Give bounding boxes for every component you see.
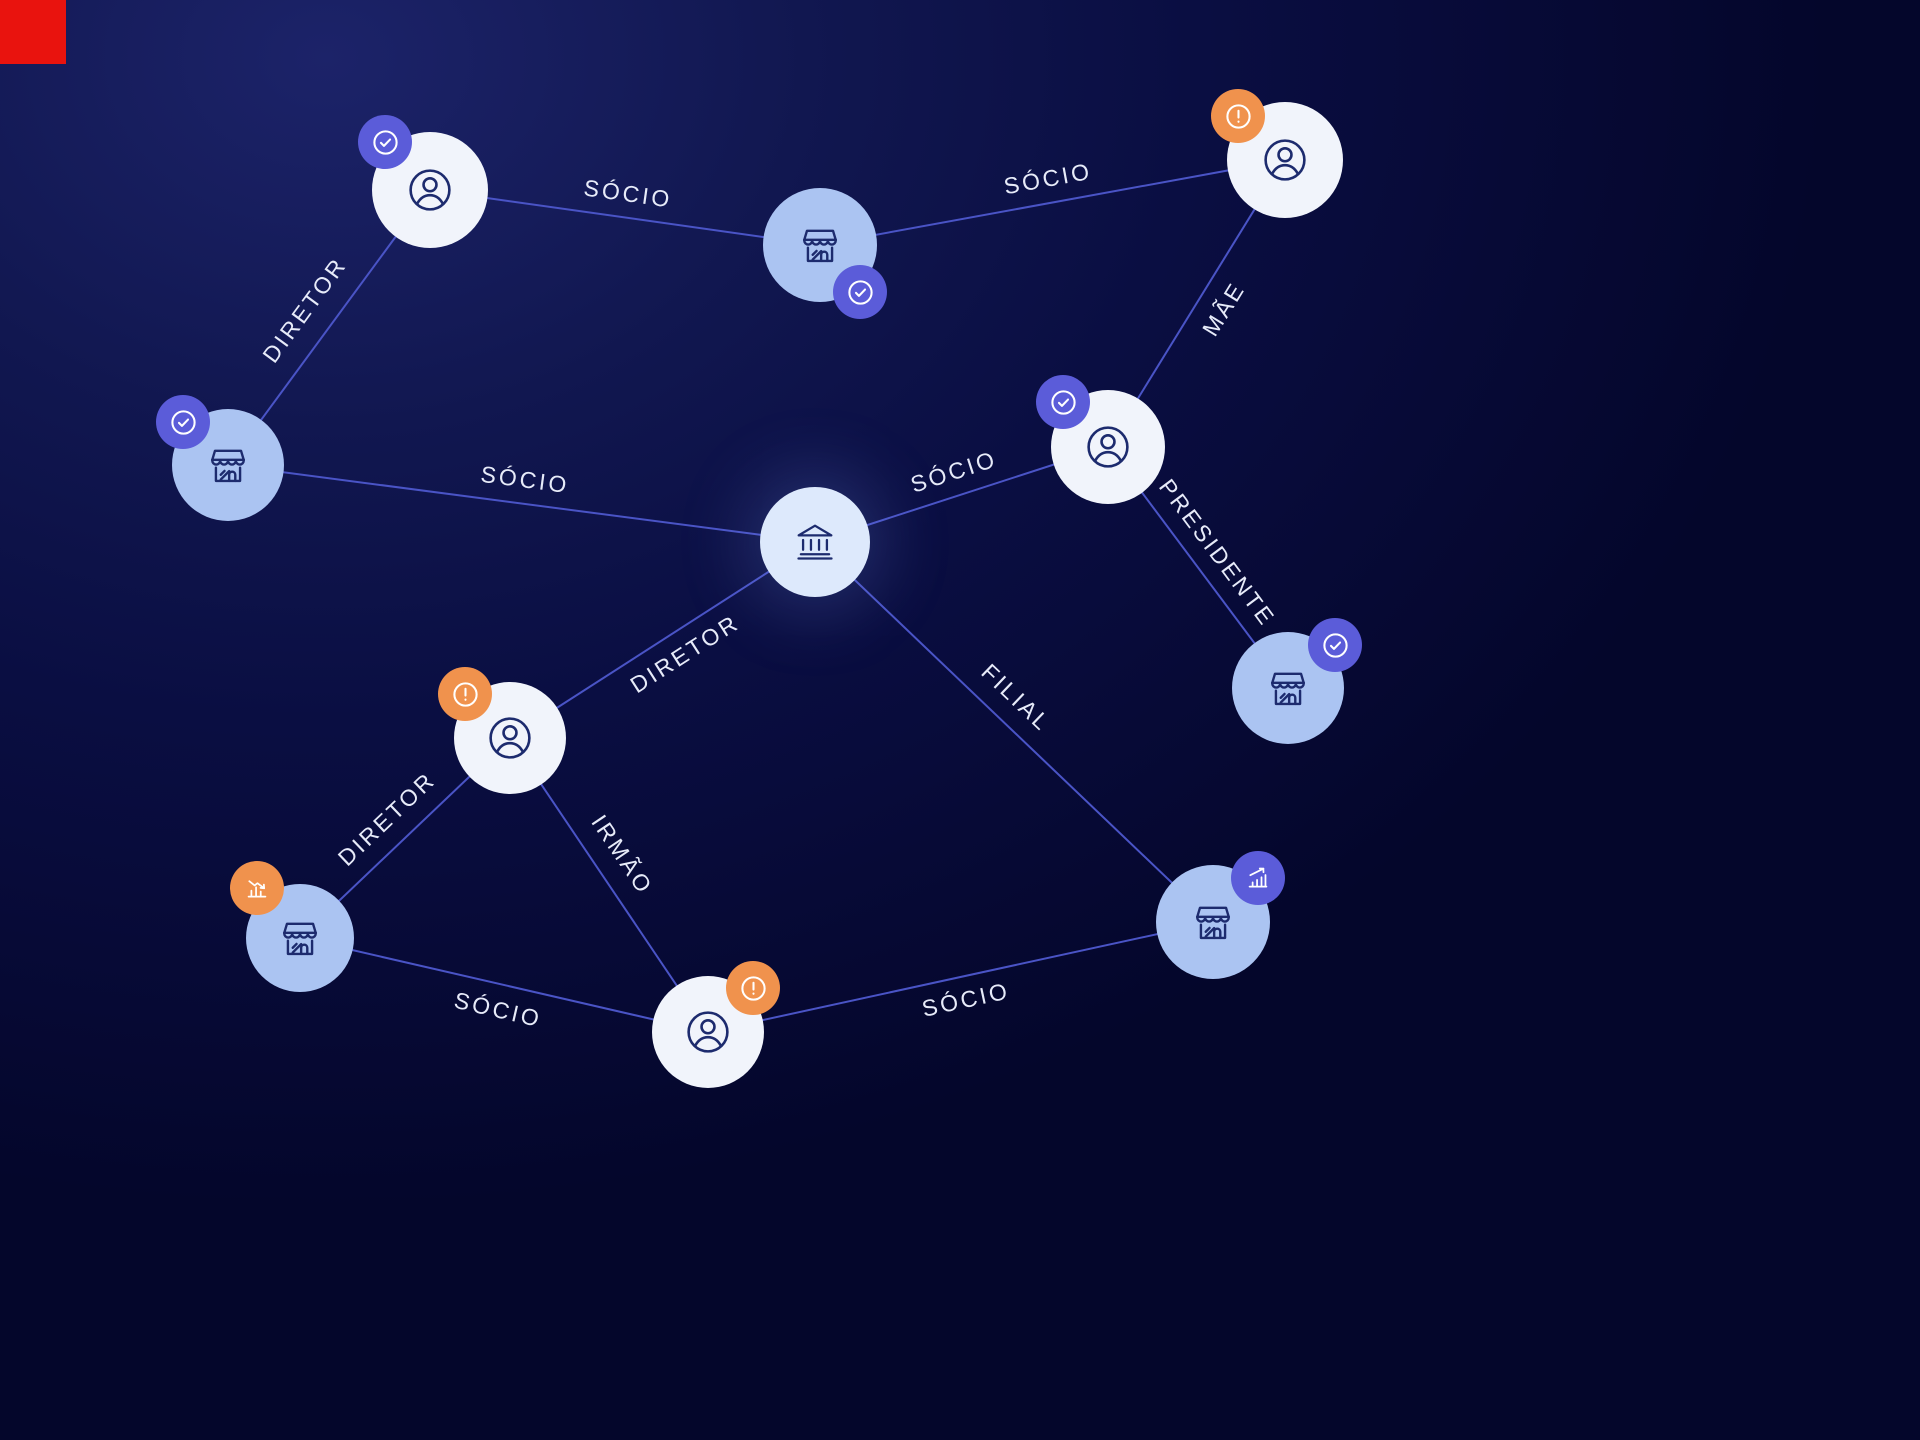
status-badge-alert [438,667,492,721]
status-badge-check [358,115,412,169]
node-store-top[interactable] [763,188,887,319]
person-icon [1260,135,1310,185]
person-icon [1083,422,1133,472]
node-person-top-right[interactable] [1211,89,1343,218]
check-icon [1048,387,1079,418]
status-badge-check [833,265,887,319]
edge-person-center--person-bottom [509,737,709,1033]
node-person-right[interactable] [1036,375,1165,504]
node-person-center[interactable] [438,667,566,794]
node-store-bottom-left[interactable] [230,861,354,992]
edge-bank-center--person-center [509,541,816,739]
store-icon [1190,899,1236,945]
status-badge-trend-up [1231,851,1285,905]
person-icon [683,1007,733,1057]
check-icon [168,407,199,438]
edge-person-top-left--store-top [429,189,821,246]
status-badge-check [1308,618,1362,672]
store-icon [277,915,323,961]
store-icon [1265,665,1311,711]
status-badge-alert [726,961,780,1015]
status-badge-check [1036,375,1090,429]
alert-icon [1223,101,1254,132]
edge-store-top--person-top-right [819,159,1286,246]
check-icon [1320,630,1351,661]
store-icon [797,222,843,268]
edge-person-bottom--store-bottom-right [707,921,1214,1033]
edge-store-bottom-left--person-bottom [299,937,709,1033]
node-store-right[interactable] [1232,618,1362,744]
edge-store-left--bank-center [227,464,816,543]
edge-bank-center--store-bottom-right [814,541,1214,923]
check-icon [370,127,401,158]
node-bank-center[interactable] [760,487,870,597]
status-badge-alert [1211,89,1265,143]
bank-icon [793,520,837,564]
trend-up-icon [1244,864,1272,892]
node-store-bottom-right[interactable] [1156,851,1285,979]
store-icon [205,442,251,488]
node-store-left[interactable] [156,395,284,521]
status-badge-check [156,395,210,449]
trend-down-icon [243,874,271,902]
status-badge-trend-down [230,861,284,915]
alert-icon [738,973,769,1004]
node-person-top-left[interactable] [358,115,488,248]
check-icon [845,277,876,308]
person-icon [485,713,535,763]
node-person-bottom[interactable] [652,961,780,1088]
alert-icon [450,679,481,710]
person-icon [405,165,455,215]
corner-marker [0,0,66,64]
